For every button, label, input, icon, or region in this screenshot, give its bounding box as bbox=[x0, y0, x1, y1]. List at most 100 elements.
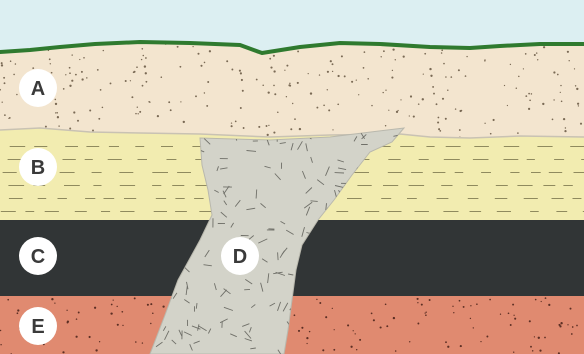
layer-a-grain bbox=[45, 126, 47, 128]
layer-a-grain bbox=[55, 99, 57, 101]
layer-a-grain bbox=[86, 77, 88, 79]
layer-e-grain bbox=[306, 343, 307, 344]
layer-a-grain bbox=[125, 80, 127, 82]
layer-e-grain bbox=[76, 336, 78, 338]
layer-e-grain bbox=[500, 314, 501, 315]
layer-a-grain bbox=[209, 50, 211, 52]
layer-a-grain bbox=[100, 89, 102, 91]
layer-a-grain bbox=[567, 51, 569, 53]
layer-a-grain bbox=[423, 73, 424, 74]
layer-e-grain bbox=[538, 337, 540, 339]
layer-a-grain bbox=[297, 82, 299, 84]
layer-a-grain bbox=[145, 81, 147, 83]
layer-a-grain bbox=[1, 62, 3, 64]
layer-a-grain bbox=[195, 95, 197, 97]
layer-a-grain bbox=[299, 128, 301, 130]
layer-e-grain bbox=[322, 349, 324, 351]
layer-e-grain bbox=[425, 313, 426, 314]
layer-e-grain bbox=[306, 337, 308, 339]
intrusion-d-hatch bbox=[278, 252, 279, 260]
layer-e-grain bbox=[380, 326, 382, 328]
layer-a-grain bbox=[433, 93, 435, 95]
layer-e-grain bbox=[95, 349, 97, 351]
layer-a-grain bbox=[256, 79, 258, 81]
layer-a-grain bbox=[396, 111, 398, 113]
layer-a-grain bbox=[319, 74, 320, 75]
layer-a-grain bbox=[13, 74, 15, 76]
layer-e bbox=[0, 296, 584, 354]
layer-a-grain bbox=[529, 99, 531, 101]
layer-e-grain bbox=[334, 329, 335, 330]
layer-a-grain bbox=[536, 52, 537, 53]
layer-e-grain bbox=[316, 299, 317, 300]
layer-a-grain bbox=[69, 67, 71, 69]
layer-a-grain bbox=[328, 109, 330, 111]
layer-a-grain bbox=[286, 65, 288, 67]
layer-e-grain bbox=[445, 341, 447, 343]
layer-a-grain bbox=[273, 55, 275, 57]
layer-a-grain bbox=[560, 85, 561, 86]
layer-a-grain bbox=[525, 95, 527, 97]
layer-a-grain bbox=[445, 76, 447, 78]
layer-a-grain bbox=[575, 85, 576, 86]
layer-a-grain bbox=[269, 58, 271, 60]
layer-a-grain bbox=[161, 76, 163, 78]
layer-e-grain bbox=[0, 344, 1, 345]
layer-e-grain bbox=[560, 322, 562, 324]
layer-a-grain bbox=[385, 125, 386, 126]
layer-e-grain bbox=[356, 349, 357, 350]
layer-a-grain bbox=[231, 122, 232, 123]
layer-e-grain bbox=[110, 312, 112, 314]
layer-a-grain bbox=[292, 103, 293, 104]
layer-e-grain bbox=[135, 341, 137, 343]
layer-a-grain bbox=[367, 78, 369, 80]
layer-e-grain bbox=[460, 345, 462, 347]
layer-a-grain bbox=[574, 68, 575, 69]
layer-a-grain bbox=[149, 102, 150, 103]
layer-e-grain bbox=[150, 303, 152, 305]
layer-a-grain bbox=[517, 132, 519, 134]
layer-a-grain bbox=[493, 119, 495, 121]
layer-a-grain bbox=[332, 63, 334, 65]
layer-e-grain bbox=[111, 304, 113, 306]
layer-a-grain bbox=[139, 111, 141, 113]
layer-a-grain bbox=[71, 54, 72, 55]
layer-a-grain bbox=[284, 70, 285, 71]
layer-e-grain bbox=[319, 302, 321, 304]
layer-e-grain bbox=[333, 349, 335, 351]
layer-a-grain bbox=[441, 52, 443, 54]
layer-a-grain bbox=[4, 114, 6, 116]
layer-e-grain bbox=[572, 326, 574, 328]
layer-e-grain bbox=[99, 341, 100, 342]
layer-a-grain bbox=[484, 60, 486, 62]
layer-a-grain bbox=[289, 85, 291, 87]
layer-a-grain bbox=[466, 56, 467, 57]
layer-a-grain bbox=[528, 93, 530, 95]
layer-a-grain bbox=[445, 118, 447, 120]
layer-a-grain bbox=[382, 92, 383, 93]
layer-e-grain bbox=[567, 324, 568, 325]
layer-a-grain bbox=[332, 71, 333, 72]
layer-a-grain bbox=[358, 94, 359, 95]
layer-a-grain bbox=[268, 125, 269, 126]
layer-e-grain bbox=[417, 298, 419, 300]
layer-e-grain bbox=[134, 297, 136, 299]
layer-a-grain bbox=[560, 92, 561, 93]
layer-e-grain bbox=[480, 341, 481, 342]
layer-a-grain bbox=[92, 130, 94, 132]
label-e: E bbox=[19, 307, 57, 345]
layer-a-grain bbox=[273, 70, 275, 72]
layer-a-grain bbox=[316, 107, 318, 109]
layer-a-grain bbox=[504, 85, 505, 86]
layer-e-grain bbox=[298, 330, 300, 332]
layer-e-grain bbox=[548, 304, 550, 306]
layer-a-grain bbox=[51, 72, 53, 74]
layer-a-grain bbox=[577, 103, 579, 105]
layer-e-grain bbox=[142, 342, 143, 343]
layer-e-grain bbox=[350, 346, 352, 348]
layer-e-grain bbox=[486, 336, 488, 338]
layer-a-grain bbox=[56, 112, 58, 114]
layer-e-grain bbox=[570, 308, 572, 310]
layer-a-grain bbox=[79, 59, 80, 60]
